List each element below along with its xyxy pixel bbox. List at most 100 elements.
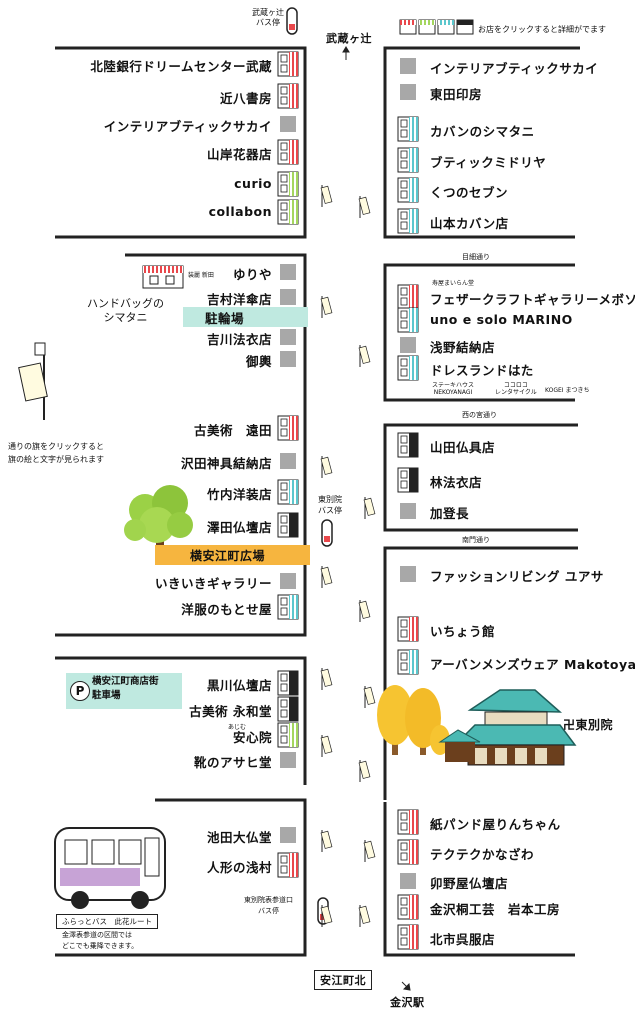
east-shop-20[interactable]: 北市呉服店 <box>430 932 496 947</box>
street-flag-icon[interactable] <box>358 905 371 927</box>
street-flag-icon[interactable] <box>320 668 333 690</box>
east-shop-9-icon[interactable] <box>397 355 419 381</box>
west-shop-0-icon[interactable] <box>277 51 299 77</box>
parking-label[interactable]: 横安江町商店街 駐車場 <box>92 676 159 701</box>
east-shop-13-icon[interactable] <box>400 566 416 582</box>
east-shop-4[interactable]: くつのセブン <box>430 185 509 200</box>
street-flag-icon[interactable] <box>320 830 333 852</box>
street-flag-icon[interactable] <box>358 760 371 782</box>
west-shop-7-icon[interactable] <box>280 289 296 305</box>
east-shop-17[interactable]: テクテクかなざわ <box>430 847 535 862</box>
west-shop-5[interactable]: collabon <box>208 204 272 219</box>
street-flag-icon[interactable] <box>358 345 371 367</box>
street-flag-icon[interactable] <box>363 686 376 708</box>
east-shop-9[interactable]: ドレスランドはた <box>430 363 534 378</box>
west-shop-3[interactable]: 山岸花器店 <box>206 147 272 162</box>
east-shop-15[interactable]: アーバンメンズウェア Makotoya <box>430 657 635 672</box>
west-shop-22-icon[interactable] <box>277 852 299 878</box>
west-shop-11[interactable]: 古美術 遠田 <box>193 423 272 438</box>
east-shop-19-icon[interactable] <box>397 894 419 920</box>
small-shop-nekoyanagi[interactable]: ステーキハウス NEKOYANAGI <box>432 382 475 396</box>
street-flag-icon[interactable] <box>320 566 333 588</box>
higashi-betsuin-label[interactable]: 卍東別院 <box>563 718 614 732</box>
east-shop-11[interactable]: 林法衣店 <box>430 475 483 490</box>
street-flag-icon[interactable] <box>363 497 376 519</box>
west-shop-12[interactable]: 沢田神具結納店 <box>180 456 272 471</box>
east-shop-4-icon[interactable] <box>397 177 419 203</box>
east-shop-0-icon[interactable] <box>400 58 416 74</box>
east-shop-14-icon[interactable] <box>397 616 419 642</box>
street-flag-icon[interactable] <box>320 296 333 318</box>
east-shop-5[interactable]: 山本カバン店 <box>430 216 509 231</box>
east-shop-2-icon[interactable] <box>397 116 419 142</box>
west-shop-6-icon[interactable] <box>280 264 296 280</box>
west-shop-14-icon[interactable] <box>277 512 299 538</box>
east-shop-19[interactable]: 金沢桐工芸 岩本工房 <box>430 902 561 917</box>
bicycle-parking-label[interactable]: 駐輪場 <box>205 311 245 326</box>
street-flag-icon[interactable] <box>320 905 333 927</box>
west-shop-21[interactable]: 池田大仏堂 <box>206 830 272 845</box>
east-shop-20-icon[interactable] <box>397 924 419 950</box>
street-flag-icon[interactable] <box>358 600 371 622</box>
west-shop-22[interactable]: 人形の浅村 <box>206 860 272 875</box>
east-shop-6[interactable]: フェザークラフトギャラリーメボソ <box>430 292 635 307</box>
west-shop-9[interactable]: 吉川法衣店 <box>206 332 272 347</box>
west-shop-17-icon[interactable] <box>277 670 299 696</box>
west-shop-15[interactable]: いきいきギャラリー <box>154 576 272 591</box>
small-shop-cocolo[interactable]: ココロコ レンタサイクル <box>495 382 537 396</box>
east-shop-15-icon[interactable] <box>397 649 419 675</box>
east-shop-18[interactable]: 卯野屋仏壇店 <box>430 876 509 891</box>
west-shop-4[interactable]: curio <box>234 176 272 191</box>
east-shop-11-icon[interactable] <box>397 467 419 493</box>
west-shop-18-icon[interactable] <box>277 696 299 722</box>
west-shop-10[interactable]: 御輿 <box>245 354 272 369</box>
west-shop-15-icon[interactable] <box>280 573 296 589</box>
east-shop-12-icon[interactable] <box>400 503 416 519</box>
street-flag-icon[interactable] <box>358 196 371 218</box>
west-shop-2[interactable]: インテリアブティックサカイ <box>103 119 272 134</box>
west-shop-20[interactable]: 靴のアサヒ堂 <box>193 755 272 770</box>
east-shop-0[interactable]: インテリアブティックサカイ <box>430 61 599 76</box>
west-shop-10-icon[interactable] <box>280 351 296 367</box>
west-shop-14[interactable]: 澤田仏壇店 <box>206 520 272 535</box>
west-shop-1[interactable]: 近八書房 <box>219 91 272 106</box>
west-shop-9-icon[interactable] <box>280 329 296 345</box>
street-flag-icon[interactable] <box>363 840 376 862</box>
west-shop-16-icon[interactable] <box>277 594 299 620</box>
west-shop-12-icon[interactable] <box>280 453 296 469</box>
east-shop-3-icon[interactable] <box>397 147 419 173</box>
west-shop-3-icon[interactable] <box>277 139 299 165</box>
east-shop-17-icon[interactable] <box>397 839 419 865</box>
east-shop-18-icon[interactable] <box>400 873 416 889</box>
handbag-shimatani-label[interactable]: ハンドバッグの シマタニ <box>87 297 164 324</box>
east-shop-6-icon[interactable] <box>397 284 419 310</box>
west-shop-11-icon[interactable] <box>277 415 299 441</box>
east-shop-16[interactable]: 紙パンド屋りんちゃん <box>430 817 561 832</box>
east-shop-10[interactable]: 山田仏具店 <box>430 440 496 455</box>
east-shop-1[interactable]: 東田印房 <box>430 87 483 102</box>
small-shop-sourei-nitta[interactable]: 装麗 新田 <box>188 272 214 279</box>
west-shop-17[interactable]: 黒川仏壇店 <box>206 678 272 693</box>
east-shop-7[interactable]: uno e solo MARINO <box>430 312 573 327</box>
west-shop-7[interactable]: 吉村洋傘店 <box>206 292 272 307</box>
west-shop-2-icon[interactable] <box>280 116 296 132</box>
west-shop-1-icon[interactable] <box>277 83 299 109</box>
west-shop-0[interactable]: 北陸銀行ドリームセンター武蔵 <box>90 59 272 74</box>
street-flag-icon[interactable] <box>320 735 333 757</box>
street-flag-icon[interactable] <box>320 185 333 207</box>
street-flag-icon[interactable] <box>320 456 333 478</box>
east-shop-14[interactable]: いちょう館 <box>430 624 496 639</box>
small-shop-kogei[interactable]: KOGEI まつきち <box>545 387 590 394</box>
west-shop-21-icon[interactable] <box>280 827 296 843</box>
west-shop-5-icon[interactable] <box>277 199 299 225</box>
east-shop-1-icon[interactable] <box>400 84 416 100</box>
east-shop-7-icon[interactable] <box>397 307 419 333</box>
east-shop-12[interactable]: 加登長 <box>430 506 470 521</box>
east-shop-13[interactable]: ファッションリビング ユアサ <box>430 569 604 584</box>
east-shop-3[interactable]: ブティックミドリヤ <box>430 155 547 170</box>
west-shop-16[interactable]: 洋服のもとせ屋 <box>181 602 272 617</box>
west-shop-19[interactable]: 安心院 <box>232 730 272 745</box>
west-shop-19-icon[interactable] <box>277 722 299 748</box>
west-shop-13[interactable]: 竹内洋装店 <box>206 487 272 502</box>
small-shop-kotobukiya[interactable]: 寿屋まいらん堂 <box>432 280 475 287</box>
